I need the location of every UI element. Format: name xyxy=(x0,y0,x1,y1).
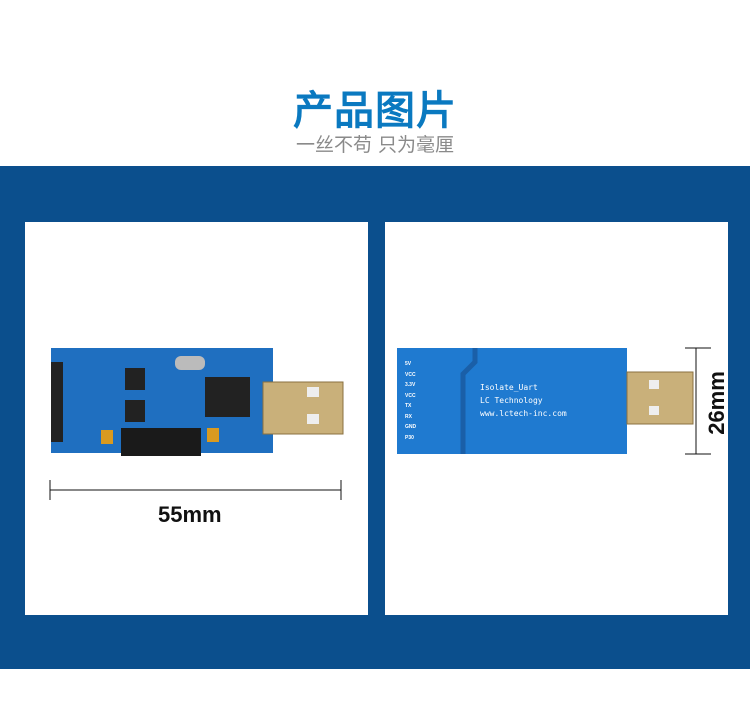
pin-label: RX xyxy=(405,413,412,420)
pin-label: P30 xyxy=(405,434,414,441)
silk-text: LC Technology xyxy=(480,396,543,405)
width-dimension-label: 55mm xyxy=(158,502,222,527)
pcb-back-image xyxy=(397,347,711,455)
height-dimension-label: 26mm xyxy=(703,371,729,435)
pin-label: VCC xyxy=(405,392,416,399)
pin-label: VCC xyxy=(405,371,416,378)
front-image-panel: 55mm xyxy=(25,222,368,615)
page-title: 产品图片 xyxy=(293,88,457,134)
pin-label: 5V xyxy=(405,361,412,367)
pcb-front-image xyxy=(49,348,344,500)
silk-text: www.lctech-inc.com xyxy=(480,409,567,418)
pin-label: TX xyxy=(405,403,412,409)
back-image-panel: Isolate_Uart LC Technology www.lctech-in… xyxy=(385,222,729,615)
page-subtitle: 一丝不苟 只为毫厘 xyxy=(295,134,455,156)
pin-label: GND xyxy=(405,424,417,430)
silk-text: Isolate_Uart xyxy=(480,383,538,392)
pin-label: 3.3V xyxy=(405,382,416,388)
